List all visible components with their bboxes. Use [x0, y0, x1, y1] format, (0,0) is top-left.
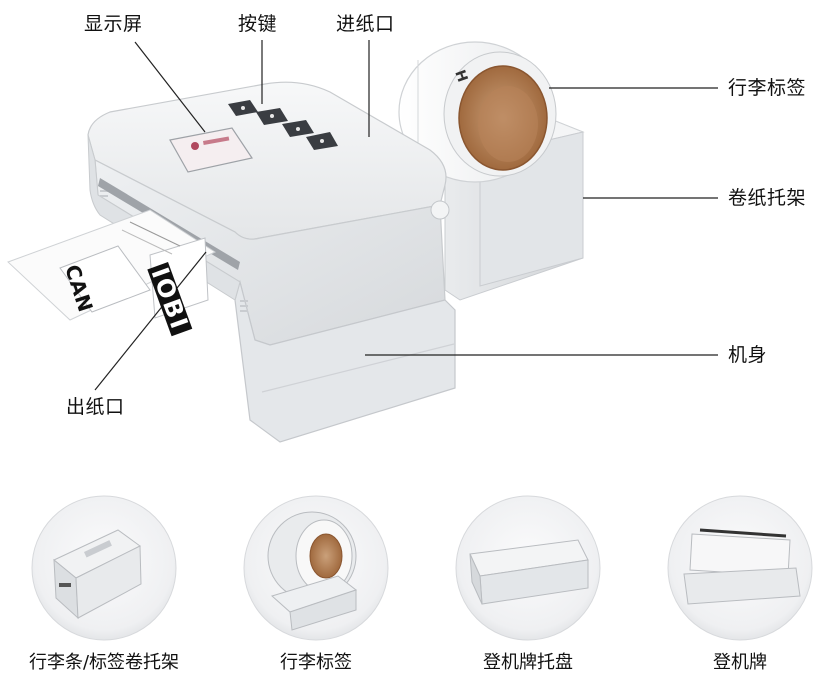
callout-keys: 按键 [238, 13, 278, 35]
callout-paper-outlet: 出纸口 [66, 396, 125, 418]
accessory-4-image [667, 495, 813, 641]
accessory-caption: 登机牌托盘 [483, 652, 573, 673]
key-panel [228, 100, 338, 150]
accessory-caption: 登机牌 [713, 652, 767, 673]
callout-body: 机身 [728, 344, 768, 366]
callout-paper-inlet: 进纸口 [336, 13, 395, 35]
leader-outlet [94, 251, 207, 391]
leader-lines [94, 40, 718, 391]
callout-baggage-tag-roll: 行李标签 [728, 77, 807, 99]
accessory-caption: 行李条/标签卷托架 [28, 652, 180, 673]
display-screen [169, 127, 253, 173]
accessory-2-image [243, 495, 389, 641]
callout-display: 显示屏 [84, 13, 143, 35]
baggage-tag-roll: H [398, 41, 557, 183]
svg-text:H: H [451, 68, 470, 84]
accessory-3-image [455, 495, 601, 641]
leader-display [134, 41, 206, 133]
accessory-1-image [31, 495, 177, 641]
callout-roll-holder: 卷纸托架 [728, 187, 807, 209]
accessory-caption: 行李标签 [280, 652, 352, 673]
